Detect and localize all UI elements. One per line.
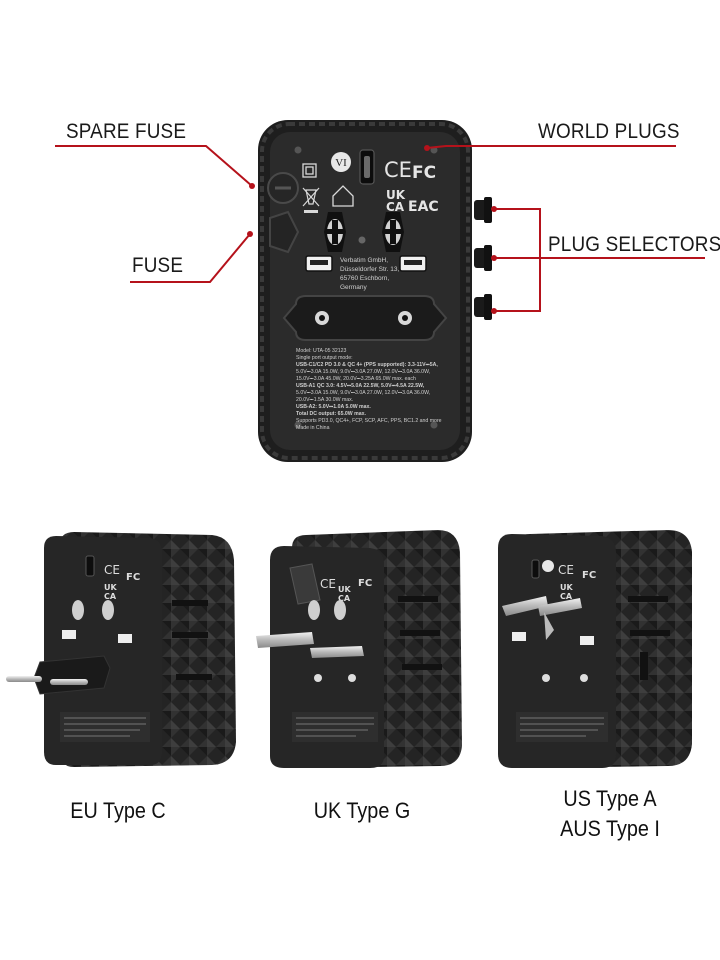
- svg-text:CA: CA: [338, 594, 351, 603]
- svg-text:UK: UK: [104, 583, 117, 592]
- uk-earth-pin: [289, 563, 321, 605]
- ce-mark: CE: [384, 158, 412, 182]
- caption-us-aus: US Type A AUS Type I: [560, 786, 660, 841]
- svg-text:USB-C1/C2 PD 3.0 & QC 4+ (PPS: USB-C1/C2 PD 3.0 & QC 4+ (PPS supported)…: [296, 362, 438, 368]
- eac-mark: EAC: [408, 199, 439, 215]
- svg-text:CA: CA: [104, 592, 117, 601]
- fuse-cap: [269, 210, 300, 254]
- svg-text:Düsseldorfer Str. 13,: Düsseldorfer Str. 13,: [340, 266, 399, 273]
- adapter-front: [498, 534, 616, 768]
- plug-selector-buttons: [474, 197, 492, 320]
- ukca-mark-bottom: CA: [386, 200, 405, 214]
- uk-prong: [256, 632, 314, 648]
- svg-text:UK: UK: [338, 585, 351, 594]
- world-plugs-label: WORLD PLUGS: [538, 120, 680, 143]
- uk-prong: [310, 646, 364, 658]
- svg-text:UK: UK: [560, 583, 573, 592]
- svg-text:USB-A2: 5.0V⎓1.0A 5.0W max.: USB-A2: 5.0V⎓1.0A 5.0W max.: [296, 404, 371, 410]
- svg-text:CE: CE: [104, 563, 120, 577]
- fuse-leader: [130, 233, 251, 283]
- caption-uk: UK Type G: [313, 798, 411, 823]
- eu-socket-recess: [282, 295, 448, 341]
- ukca-mark: UK: [386, 188, 406, 202]
- plug-selectors-label: PLUG SELECTORS: [548, 233, 720, 256]
- svg-text:FC: FC: [126, 572, 140, 583]
- adapter-front: [44, 536, 162, 765]
- adapter-uk-view: CE UK CA FC: [256, 530, 462, 768]
- eu-prong: [6, 676, 42, 682]
- indoor-use-icon: [332, 185, 354, 207]
- company-address: Verbatim GmbH, Düsseldorfer Str. 13, 657…: [340, 257, 399, 291]
- plug-selectors-bracket: [494, 208, 541, 312]
- svg-text:CA: CA: [560, 592, 573, 601]
- svg-text:Single port output mode:: Single port output mode:: [296, 355, 353, 361]
- svg-text:Made in China: Made in China: [296, 425, 330, 431]
- svg-text:CE: CE: [558, 563, 574, 577]
- adapter-us-view: CE UK CA FC: [498, 530, 692, 768]
- svg-text:15.0V⎓3.0A 45.0W, 20.0V⎓3.25A: 15.0V⎓3.0A 45.0W, 20.0V⎓3.25A 65.0W max.…: [296, 376, 416, 382]
- svg-text:5.0V⎓3.0A 15.0W, 9.0V⎓3.0A 27.: 5.0V⎓3.0A 15.0W, 9.0V⎓3.0A 27.0W, 12.0V⎓…: [296, 369, 430, 375]
- svg-text:Supports PD3.0, QC4+, FCP, SCP: Supports PD3.0, QC4+, FCP, SCP, AFC, PPS…: [296, 418, 442, 424]
- us-prong: [538, 598, 582, 616]
- brand-mark-icon: [331, 152, 351, 172]
- svg-text:65760 Eschborn,: 65760 Eschborn,: [340, 275, 389, 282]
- socket-right: [382, 212, 404, 252]
- brand-mark-text: VI: [335, 157, 347, 169]
- fuse-label: FUSE: [132, 254, 184, 277]
- svg-text:20.0V⎓1.5A 30.0W max.: 20.0V⎓1.5A 30.0W max.: [296, 397, 353, 403]
- svg-text:Verbatim GmbH,: Verbatim GmbH,: [340, 257, 388, 264]
- spare-fuse-label: SPARE FUSE: [66, 120, 187, 143]
- eu-plug-body: [33, 655, 111, 695]
- svg-text:Germany: Germany: [340, 284, 367, 291]
- svg-text:CE: CE: [320, 577, 336, 591]
- us-prong: [502, 596, 548, 616]
- fcc-mark: FC: [412, 163, 436, 183]
- screw: [294, 146, 302, 154]
- svg-text:Model: UTA-05 32123: Model: UTA-05 32123: [296, 348, 346, 354]
- caption-eu: EU Type C: [70, 798, 166, 823]
- world-plugs-leader: [426, 145, 676, 149]
- svg-text:USB-A1 QC 3.0: 4.5V⎓5.0A 22.5W: USB-A1 QC 3.0: 4.5V⎓5.0A 22.5W, 5.0V⎓4.5…: [296, 383, 425, 389]
- svg-text:Total DC output: 65.0W max.: Total DC output: 65.0W max.: [296, 411, 366, 417]
- main-adapter: VI CE FC UK CA EAC: [258, 120, 492, 462]
- screw: [430, 421, 438, 429]
- aus-prong: [544, 612, 554, 640]
- adapter-eu-view: CE UK CA FC: [6, 532, 236, 767]
- weee-bin-icon: [305, 189, 317, 205]
- screw: [294, 421, 302, 429]
- spare-fuse-leader: [55, 145, 253, 187]
- callout-dots: [247, 145, 497, 314]
- spec-label: Model: UTA-05 32123 Single port output m…: [296, 348, 442, 431]
- eu-prong: [50, 679, 88, 685]
- socket-left: [324, 212, 346, 252]
- svg-text:5.0V⎓3.0A 15.0W, 9.0V⎓3.0A 27.: 5.0V⎓3.0A 15.0W, 9.0V⎓3.0A 27.0W, 12.0V⎓…: [296, 390, 430, 396]
- svg-text:FC: FC: [358, 578, 372, 589]
- svg-text:FC: FC: [582, 570, 596, 581]
- callout-lines: [55, 145, 705, 312]
